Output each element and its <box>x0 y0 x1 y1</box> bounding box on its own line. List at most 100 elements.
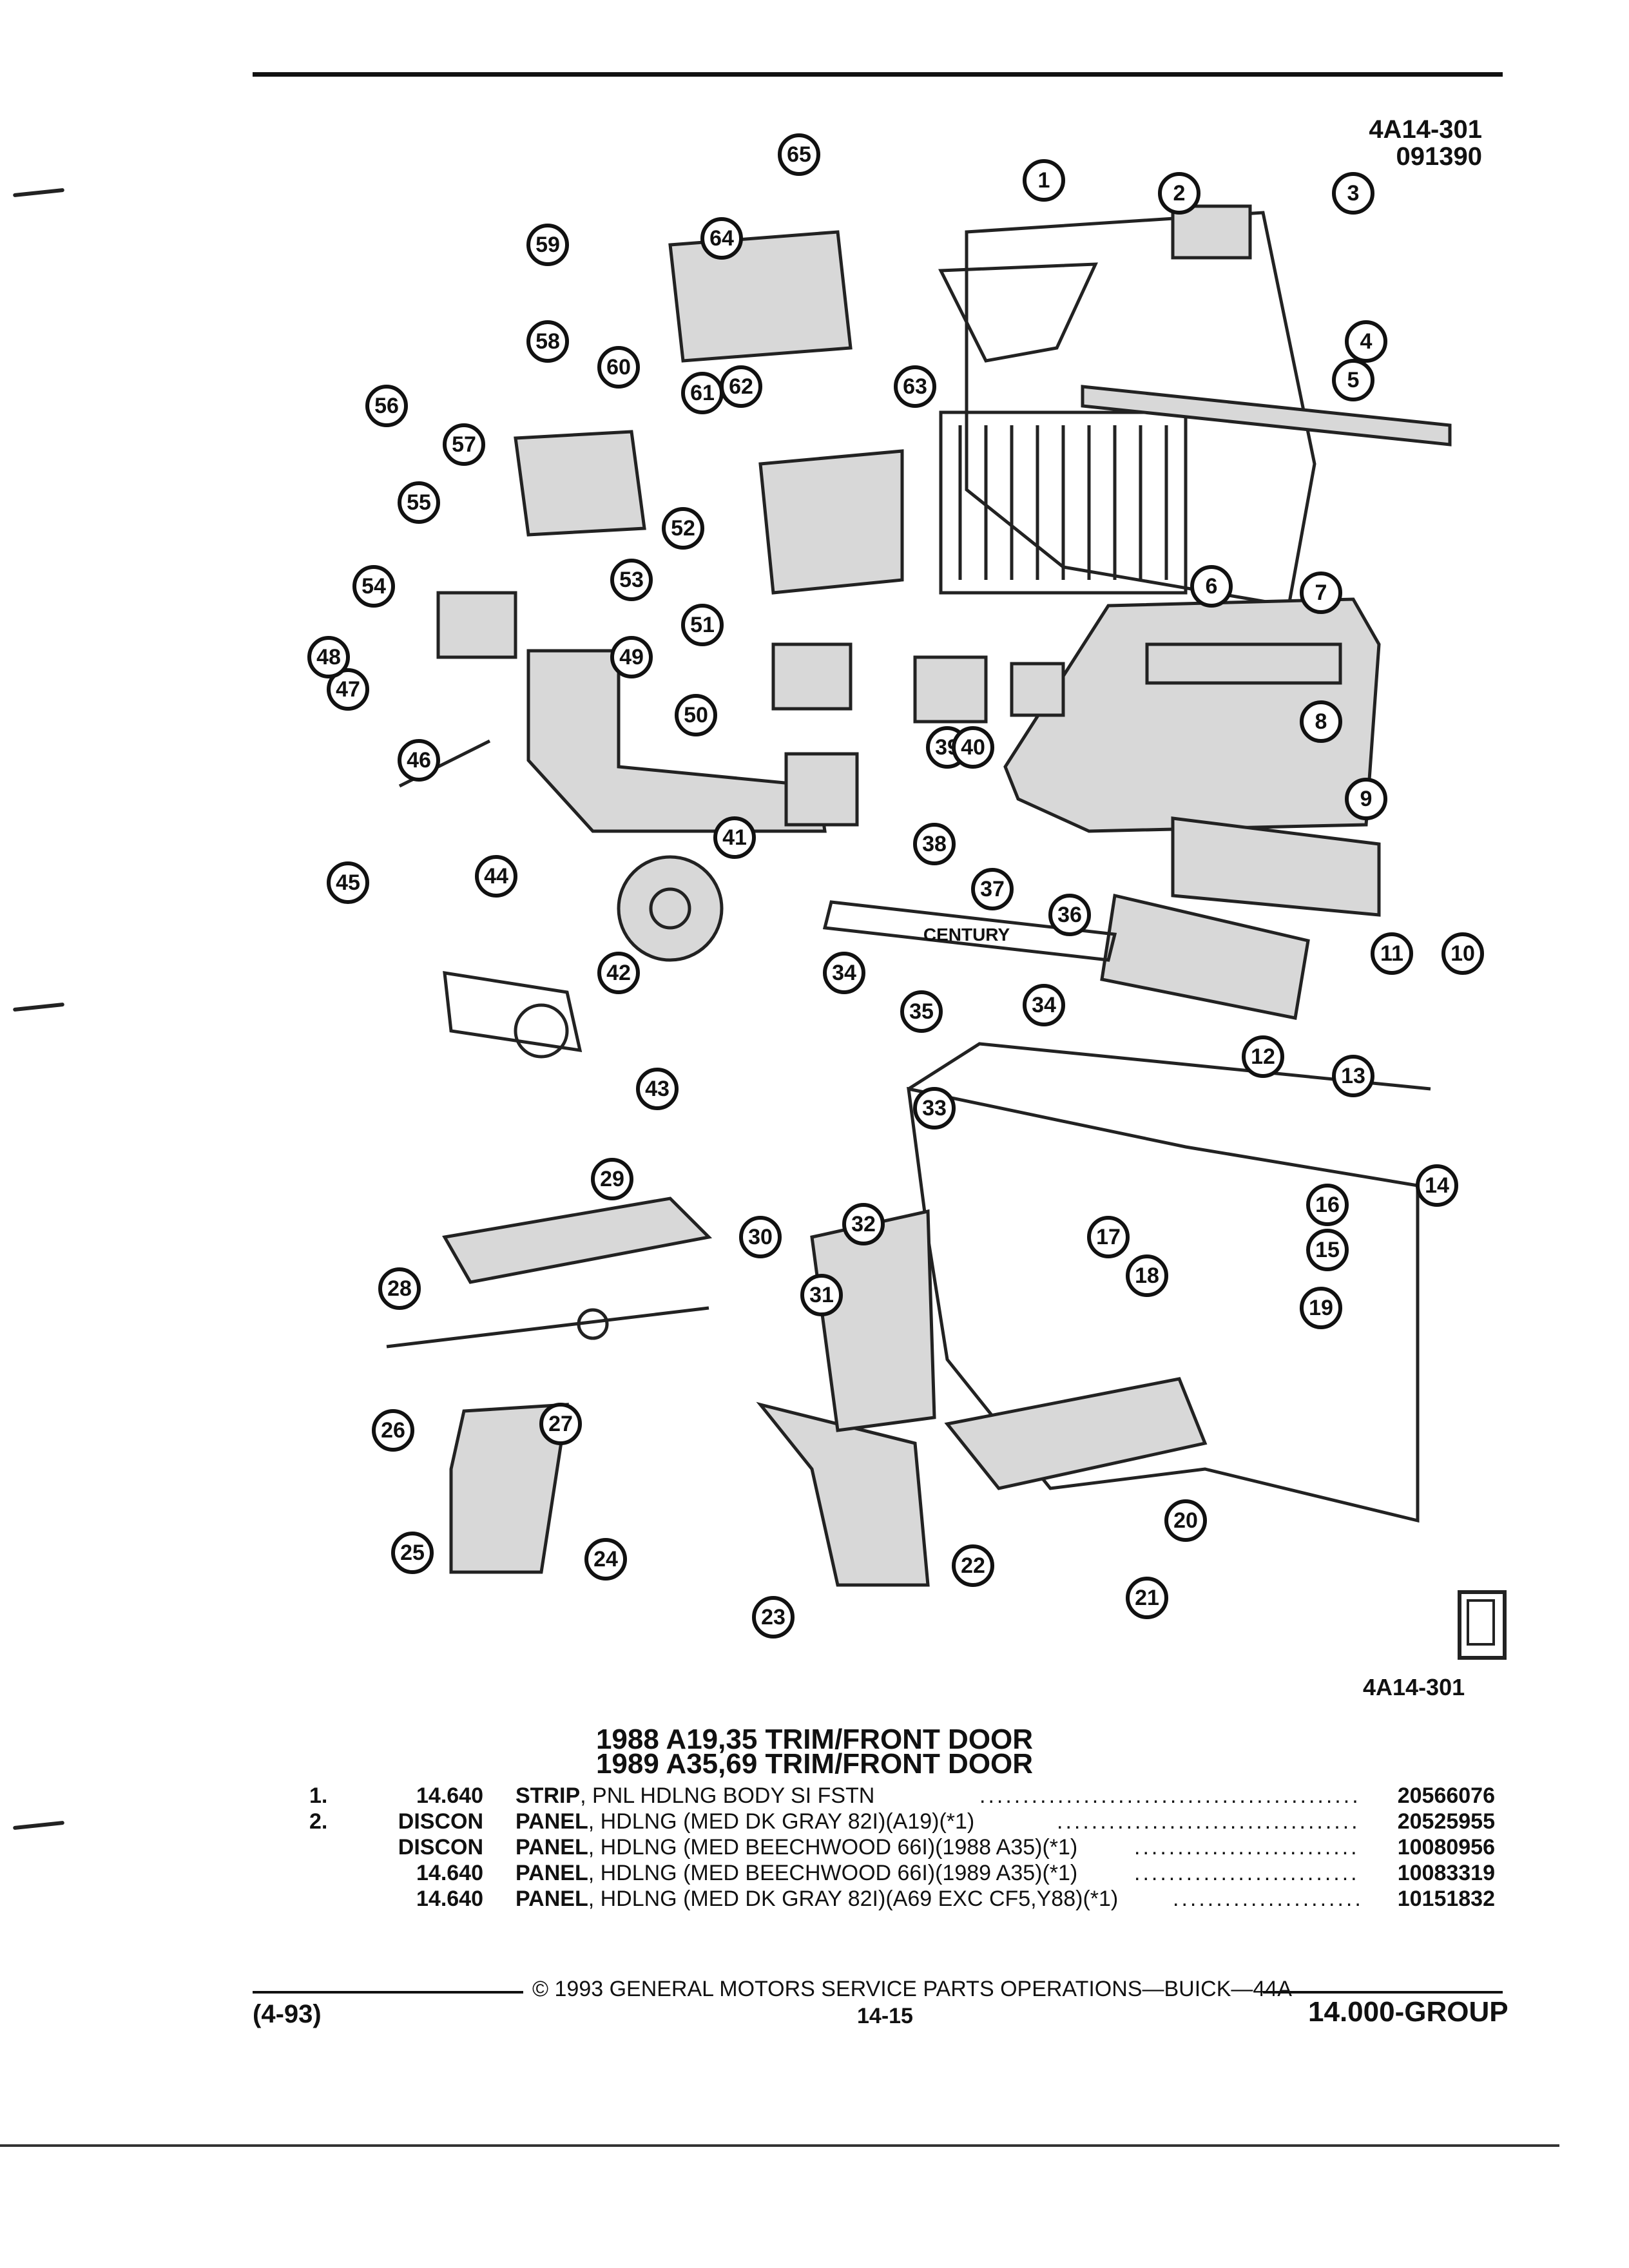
callout-number: 23 <box>761 1605 786 1629</box>
callout-number: 46 <box>407 748 431 773</box>
callout-32: 32 <box>842 1203 885 1245</box>
diagram-caption: 4A14-301 <box>1363 1674 1465 1700</box>
callout-number: 33 <box>922 1096 947 1120</box>
callout-number: 18 <box>1135 1264 1159 1288</box>
callout-55: 55 <box>398 481 440 524</box>
item-number: 1. <box>309 1783 328 1808</box>
callout-62: 62 <box>720 365 762 408</box>
part-detail: , HDLNG (MED BEECHWOOD 66I)(1989 A35)(*1… <box>588 1861 1078 1885</box>
callout-number: 38 <box>922 832 947 856</box>
callout-number: 9 <box>1360 787 1373 811</box>
callout-31: 31 <box>800 1274 843 1316</box>
callout-35: 35 <box>900 990 943 1033</box>
callout-number: 40 <box>961 735 985 760</box>
callout-number: 36 <box>1057 903 1082 927</box>
parts-row: 1. 14.640 STRIP, PNL HDLNG BODY SI FSTN … <box>309 1783 1495 1809</box>
callout-7: 7 <box>1300 572 1342 614</box>
callout-20: 20 <box>1164 1499 1207 1542</box>
callout-27: 27 <box>539 1403 582 1445</box>
date-code: (4-93) <box>253 2000 322 2028</box>
callout-12: 12 <box>1242 1035 1284 1078</box>
callout-8: 8 <box>1300 700 1342 743</box>
callout-1: 1 <box>1023 159 1065 202</box>
part-description: PANEL, HDLNG (MED DK GRAY 82I)(A19)(*1) <box>516 1809 974 1834</box>
callout-65: 65 <box>778 133 820 176</box>
callout-15: 15 <box>1306 1229 1349 1271</box>
callout-number: 41 <box>722 825 747 850</box>
callout-number: 10 <box>1451 941 1475 966</box>
nameplate-badge: CENTURY <box>923 925 1010 945</box>
part-name: PANEL <box>516 1887 588 1911</box>
callout-number: 57 <box>452 432 476 457</box>
callout-number: 15 <box>1315 1238 1340 1262</box>
gm-spo-logo <box>1458 1590 1507 1660</box>
reference-code: 4A14-301 091390 <box>1302 116 1482 170</box>
callout-number: 56 <box>374 394 399 418</box>
callout-34: 34 <box>823 952 865 994</box>
callout-number: 34 <box>1032 993 1056 1017</box>
callout-number: 37 <box>980 877 1005 901</box>
callout-6: 6 <box>1190 565 1233 608</box>
callout-60: 60 <box>597 346 640 389</box>
callout-56: 56 <box>365 385 408 427</box>
callout-61: 61 <box>681 372 724 414</box>
callout-53: 53 <box>610 559 653 601</box>
callout-number: 5 <box>1347 368 1360 392</box>
callout-number: 53 <box>619 568 644 592</box>
callout-50: 50 <box>675 694 717 736</box>
callout-number: 49 <box>619 645 644 669</box>
callout-47: 47 <box>327 668 369 711</box>
callout-number: 6 <box>1206 574 1218 599</box>
callout-48: 48 <box>307 636 350 678</box>
callout-43: 43 <box>636 1068 679 1110</box>
part-detail: , HDLNG (MED BEECHWOOD 66I)(1988 A35)(*1… <box>588 1835 1078 1860</box>
section-title-1988: 1988 A19,35 TRIM/FRONT DOOR <box>595 1724 1034 1755</box>
callout-number: 22 <box>961 1553 985 1578</box>
callout-number: 7 <box>1315 581 1327 605</box>
callout-number: 3 <box>1347 181 1360 206</box>
part-number: 10151832 <box>1360 1887 1495 1912</box>
callout-45: 45 <box>327 861 369 904</box>
callout-number: 24 <box>593 1547 618 1571</box>
callout-28: 28 <box>378 1267 421 1310</box>
group-code: 14.640 <box>416 1887 483 1911</box>
callout-number: 65 <box>787 142 811 167</box>
part-name: PANEL <box>516 1809 588 1834</box>
callout-number: 29 <box>600 1167 624 1191</box>
callout-51: 51 <box>681 604 724 646</box>
callout-44: 44 <box>475 855 517 898</box>
callout-number: 14 <box>1425 1173 1449 1198</box>
callout-64: 64 <box>700 217 743 260</box>
callout-29: 29 <box>591 1158 633 1200</box>
callout-number: 11 <box>1380 941 1403 966</box>
callout-18: 18 <box>1126 1254 1168 1297</box>
callout-26: 26 <box>372 1409 414 1452</box>
part-detail: , PNL HDLNG BODY SI FSTN <box>580 1783 875 1808</box>
callout-17: 17 <box>1087 1216 1130 1258</box>
callout-number: 47 <box>336 677 360 702</box>
group-code: 14.640 <box>416 1861 483 1885</box>
callout-number: 19 <box>1309 1296 1333 1320</box>
margin-mark <box>12 187 65 198</box>
callout-40: 40 <box>952 726 994 769</box>
callout-30: 30 <box>739 1216 782 1258</box>
callout-number: 32 <box>851 1212 876 1236</box>
callout-42: 42 <box>597 952 640 994</box>
callout-number: 55 <box>407 490 431 515</box>
parts-row: 14.640 PANEL, HDLNG (MED BEECHWOOD 66I)(… <box>309 1861 1495 1887</box>
callout-19: 19 <box>1300 1287 1342 1329</box>
callout-number: 52 <box>671 516 695 541</box>
callout-number: 42 <box>606 961 631 985</box>
callout-number: 31 <box>809 1283 834 1307</box>
callout-22: 22 <box>952 1544 994 1587</box>
callout-number: 26 <box>381 1418 405 1443</box>
callout-41: 41 <box>713 816 756 859</box>
page-number: 14-15 <box>857 2004 913 2028</box>
ref-date: 091390 <box>1396 142 1482 171</box>
callout-number: 54 <box>361 574 386 599</box>
callout-number: 61 <box>690 381 715 405</box>
callout-11: 11 <box>1371 932 1413 975</box>
callout-number: 51 <box>690 613 715 637</box>
callout-34: 34 <box>1023 984 1065 1026</box>
